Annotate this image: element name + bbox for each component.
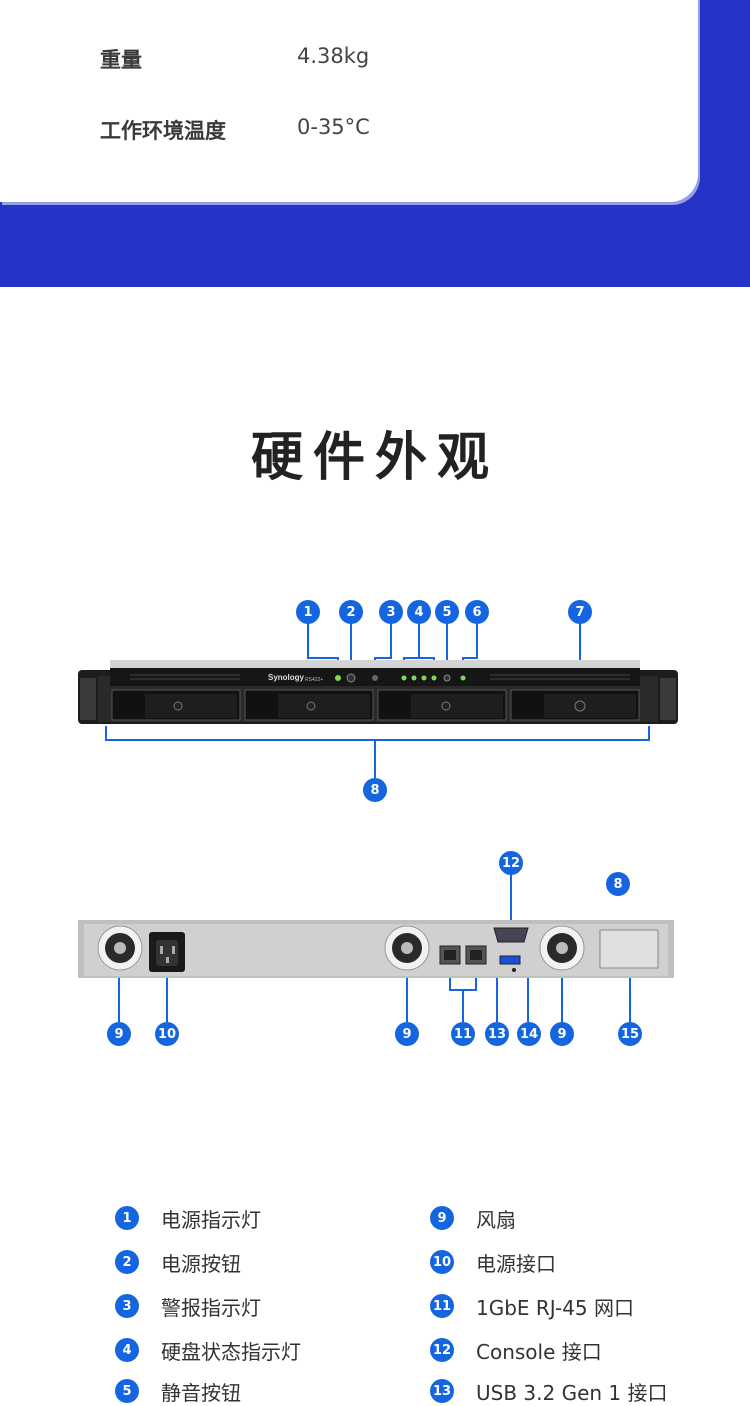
legend-item: 11 1GbE RJ-45 网口 xyxy=(430,1293,635,1320)
callout-badge: 8 xyxy=(606,872,630,896)
spec-value: 4.38kg xyxy=(297,44,370,68)
callout-badge: 14 xyxy=(517,1022,541,1046)
reset-button-icon xyxy=(512,968,516,972)
usb-port-icon xyxy=(499,955,521,965)
legend-badge: 4 xyxy=(115,1338,139,1362)
callout-badge: 6 xyxy=(465,600,489,624)
legend-badge: 3 xyxy=(115,1294,139,1318)
legend-item: 12 Console 接口 xyxy=(430,1337,602,1364)
drive-trays xyxy=(111,689,640,721)
mute-button-icon xyxy=(443,674,451,682)
power-socket-icon xyxy=(149,932,185,972)
callout-badge: 15 xyxy=(618,1022,642,1046)
lan-port-icon xyxy=(439,945,487,965)
legend-text: USB 3.2 Gen 1 接口 xyxy=(476,1380,668,1405)
callout-badge: 9 xyxy=(107,1022,131,1046)
power-button-icon xyxy=(346,673,356,683)
legend-text: Console 接口 xyxy=(476,1339,602,1364)
legend-text: 1GbE RJ-45 网口 xyxy=(476,1295,635,1320)
callout-badge: 9 xyxy=(550,1022,574,1046)
spec-card: 重量 4.38kg 工作环境温度 0-35°C xyxy=(0,0,698,202)
callout-badge: 11 xyxy=(451,1022,475,1046)
legend-item: 3 警报指示灯 xyxy=(115,1293,261,1320)
fan-icon xyxy=(539,925,585,971)
brand-logo: Synology xyxy=(268,673,305,682)
console-port-icon xyxy=(493,927,529,943)
callout-badge: 12 xyxy=(499,851,523,875)
alert-led-icon xyxy=(372,675,378,681)
legend-text: 警报指示灯 xyxy=(161,1295,261,1320)
callout-badge: 1 xyxy=(296,600,320,624)
section-title: 硬件外观 xyxy=(250,428,499,488)
callout-badge: 9 xyxy=(395,1022,419,1046)
callout-badge: 7 xyxy=(568,600,592,624)
fan-icon xyxy=(97,925,143,971)
legend-item: 13 USB 3.2 Gen 1 接口 xyxy=(430,1378,668,1405)
callout-badge: 3 xyxy=(379,600,403,624)
legend-item: 2 电源按钮 xyxy=(115,1249,241,1276)
callout-badge: 5 xyxy=(435,600,459,624)
rear-panel-diagram xyxy=(78,874,674,1022)
legend-item: 4 硬盘状态指示灯 xyxy=(115,1337,301,1364)
legend-badge: 9 xyxy=(430,1206,454,1230)
legend-text: 静音按钮 xyxy=(161,1380,241,1405)
legend-text: 电源指示灯 xyxy=(161,1207,261,1232)
spec-label: 重量 xyxy=(100,48,142,72)
legend-badge: 2 xyxy=(115,1250,139,1274)
legend-text: 电源按钮 xyxy=(161,1251,241,1276)
legend-badge: 11 xyxy=(430,1294,454,1318)
callout-badge: 10 xyxy=(155,1022,179,1046)
callout-badge: 4 xyxy=(407,600,431,624)
callout-badge: 2 xyxy=(339,600,363,624)
legend-text: 硬盘状态指示灯 xyxy=(161,1339,301,1364)
legend-item: 5 静音按钮 xyxy=(115,1378,241,1405)
legend-badge: 5 xyxy=(115,1379,139,1403)
legend-item: 9 风扇 xyxy=(430,1205,516,1232)
expansion-slot-icon xyxy=(599,929,659,969)
spec-value: 0-35°C xyxy=(297,115,370,139)
legend-badge: 13 xyxy=(430,1379,454,1403)
spec-section-background: 重量 4.38kg 工作环境温度 0-35°C xyxy=(0,0,750,287)
legend-item: 10 电源接口 xyxy=(430,1249,556,1276)
callout-badge: 8 xyxy=(363,778,387,802)
legend-text: 电源接口 xyxy=(476,1251,556,1276)
legend-badge: 1 xyxy=(115,1206,139,1230)
callout-badge: 13 xyxy=(485,1022,509,1046)
legend-text: 风扇 xyxy=(476,1207,516,1232)
legend-badge: 12 xyxy=(430,1338,454,1362)
fan-icon xyxy=(384,925,430,971)
legend-item: 1 电源指示灯 xyxy=(115,1205,261,1232)
power-led-icon xyxy=(335,675,341,681)
model-label: RS422+ xyxy=(305,677,323,683)
legend-badge: 10 xyxy=(430,1250,454,1274)
front-panel-diagram: Synology RS422+ xyxy=(78,624,678,778)
spec-label: 工作环境温度 xyxy=(100,119,226,143)
